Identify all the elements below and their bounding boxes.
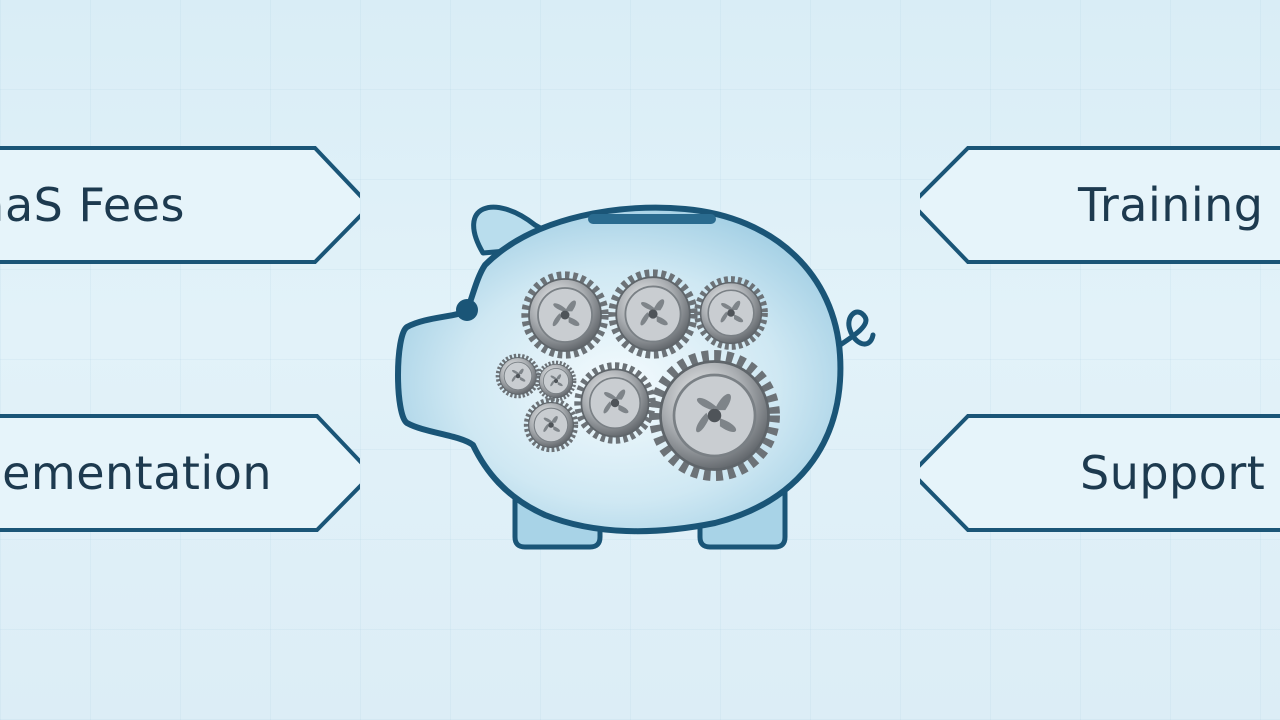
label-saas-fees: aaS Fees (0, 145, 360, 265)
label-text-top-right: Training (1078, 178, 1264, 232)
arrow-right-shape (0, 414, 360, 532)
arrow-left-shape (920, 414, 1280, 532)
arrow-right-shape (0, 146, 360, 264)
label-training: Training (920, 145, 1280, 265)
label-text-bottom-right: Support (1080, 446, 1266, 500)
label-text-top-left: aaS Fees (0, 178, 185, 232)
label-text-bottom-left: ementation (2, 446, 272, 500)
label-implementation: ementation (0, 413, 360, 533)
label-support: Support (920, 413, 1280, 533)
piggy-bank-with-gears-icon (395, 204, 876, 550)
arrow-left-shape (920, 146, 1280, 264)
